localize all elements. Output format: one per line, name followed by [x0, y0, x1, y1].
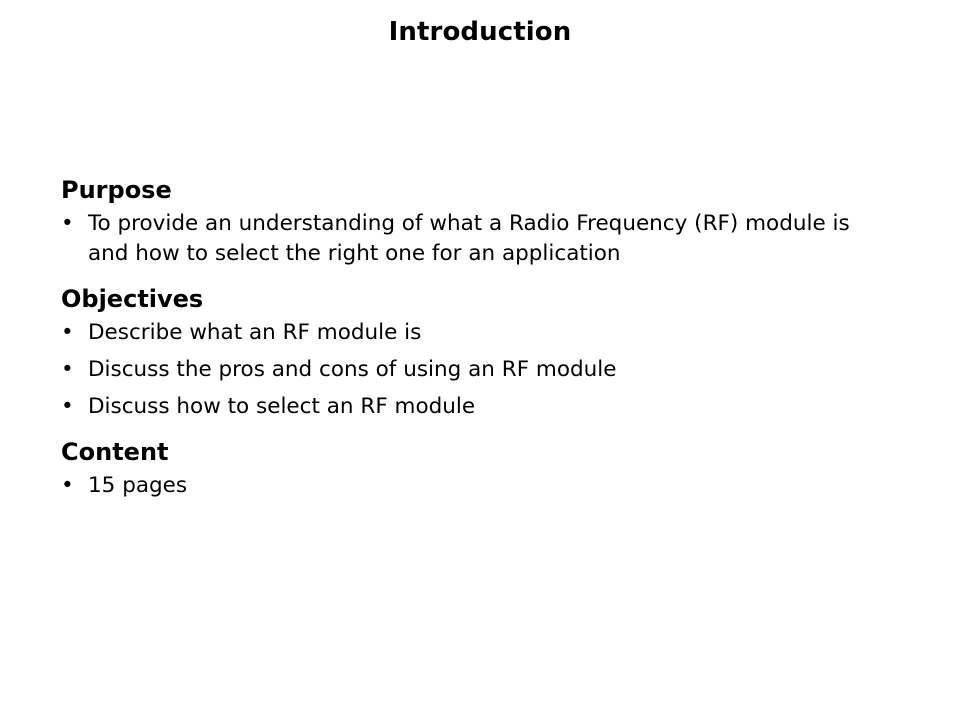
page-title: Introduction: [388, 17, 572, 47]
section-heading-content: Content: [61, 438, 169, 466]
list-item-text: Describe what an RF module is: [88, 320, 422, 345]
section-objectives: Objectives • Describe what an RF module …: [61, 285, 881, 422]
bullet-list-content: • 15 pages: [61, 471, 881, 501]
list-item: • 15 pages: [61, 471, 881, 501]
list-item: • Discuss the pros and cons of using an …: [61, 355, 881, 385]
bullet-icon: •: [61, 320, 74, 345]
list-item: • To provide an understanding of what a …: [61, 209, 881, 269]
list-item-text: 15 pages: [88, 473, 188, 498]
list-item-text: Discuss how to select an RF module: [88, 394, 476, 419]
bullet-icon: •: [61, 394, 74, 419]
section-content: Content • 15 pages: [61, 438, 881, 501]
bullet-list-objectives: • Describe what an RF module is • Discus…: [61, 318, 881, 422]
bullet-icon: •: [61, 357, 74, 382]
section-heading-purpose: Purpose: [61, 176, 172, 204]
list-item: • Discuss how to select an RF module: [61, 392, 881, 422]
bullet-list-purpose: • To provide an understanding of what a …: [61, 209, 881, 269]
bullet-icon: •: [61, 473, 74, 498]
section-heading-objectives: Objectives: [61, 285, 204, 313]
slide-body: Purpose • To provide an understanding of…: [61, 176, 881, 501]
bullet-icon: •: [61, 211, 74, 236]
list-item-text: To provide an understanding of what a Ra…: [88, 211, 850, 266]
list-item: • Describe what an RF module is: [61, 318, 881, 348]
section-purpose: Purpose • To provide an understanding of…: [61, 176, 881, 269]
list-item-text: Discuss the pros and cons of using an RF…: [88, 357, 617, 382]
